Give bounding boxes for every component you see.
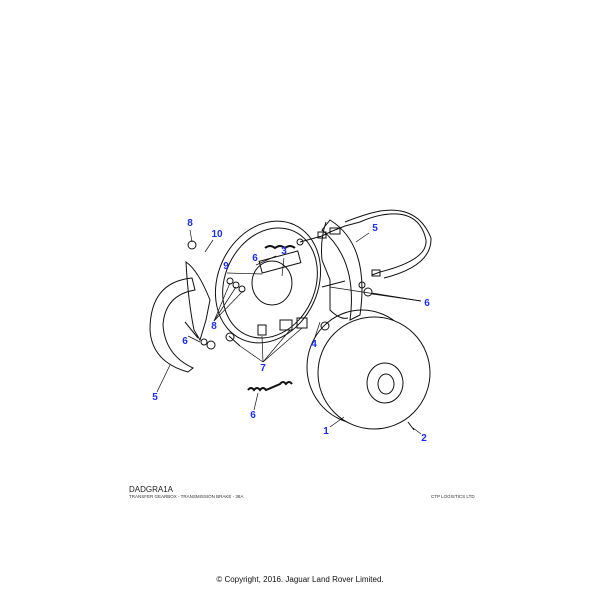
callout-6: 6 bbox=[182, 336, 188, 347]
diagram-code: DADGRA1A bbox=[129, 485, 174, 494]
callout-6: 6 bbox=[424, 298, 430, 309]
backing-plate bbox=[214, 220, 322, 344]
callout-4: 4 bbox=[311, 339, 317, 350]
company-name: CTP LOGISTICS LTD bbox=[431, 494, 475, 499]
callout-10: 10 bbox=[211, 229, 223, 240]
callout-8: 8 bbox=[187, 218, 193, 229]
brake-shoe-left bbox=[149, 261, 211, 373]
springs-and-fasteners bbox=[184, 240, 415, 431]
callout-5: 5 bbox=[152, 392, 158, 403]
leader-lines bbox=[156, 229, 422, 435]
callout-7: 7 bbox=[260, 363, 266, 374]
callout-6: 6 bbox=[250, 410, 256, 421]
callout-8: 8 bbox=[211, 321, 217, 332]
callout-5: 5 bbox=[372, 223, 378, 234]
callout-9: 9 bbox=[223, 261, 229, 272]
copyright-notice: © Copyright, 2016. Jaguar Land Rover Lim… bbox=[216, 575, 384, 584]
callout-3: 3 bbox=[281, 246, 287, 257]
brake-shoe-right bbox=[321, 219, 363, 321]
diagram-subtitle: TRANSFER GEARBOX - TRANSMISSION BRAKE - … bbox=[129, 494, 244, 499]
callout-6: 6 bbox=[252, 253, 258, 264]
callout-2: 2 bbox=[421, 433, 427, 444]
callout-1: 1 bbox=[323, 426, 329, 437]
brake-drum bbox=[306, 309, 431, 430]
